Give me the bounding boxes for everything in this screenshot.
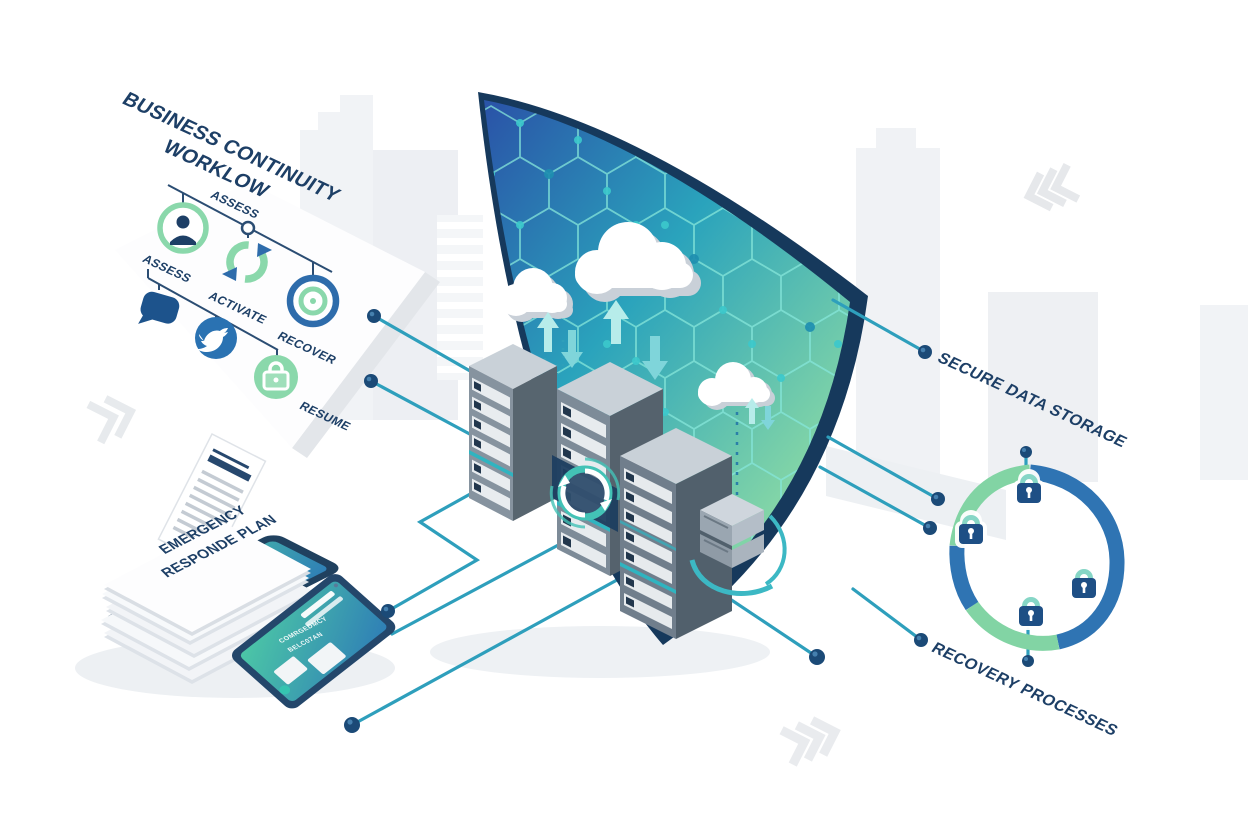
sync-cycle-icon xyxy=(222,241,272,283)
tree-node-circle xyxy=(240,220,256,236)
stack-sheets xyxy=(101,522,313,684)
cloud-small xyxy=(500,268,573,322)
building-window-stripes xyxy=(437,215,483,380)
twitter-bird-icon xyxy=(195,317,237,359)
tablet xyxy=(232,574,396,709)
server-rack-left xyxy=(469,344,557,522)
paper-stack xyxy=(101,522,313,684)
connector-dots xyxy=(344,309,1034,733)
person-icon xyxy=(157,202,209,254)
server-rack-right xyxy=(620,428,787,639)
chevron-decor-bottom-left xyxy=(86,395,137,445)
padlock-bottom-icon xyxy=(1015,592,1047,630)
security-shield xyxy=(478,92,868,645)
chevron-decor-top-right xyxy=(1023,163,1081,212)
sync-emblem xyxy=(549,455,621,532)
document-page xyxy=(157,432,267,568)
background-buildings xyxy=(75,95,1248,698)
target-icon xyxy=(286,274,340,328)
speech-bubble-icon xyxy=(138,291,180,324)
chevron-decor-bottom-right xyxy=(779,716,841,767)
connector-tablet-to-shield xyxy=(350,561,650,727)
connector-lines xyxy=(369,298,1030,662)
backup-module xyxy=(689,494,787,596)
workflow-lock-icon xyxy=(254,355,298,399)
padlock-right-icon xyxy=(1068,564,1100,602)
cloud-large xyxy=(575,222,701,302)
